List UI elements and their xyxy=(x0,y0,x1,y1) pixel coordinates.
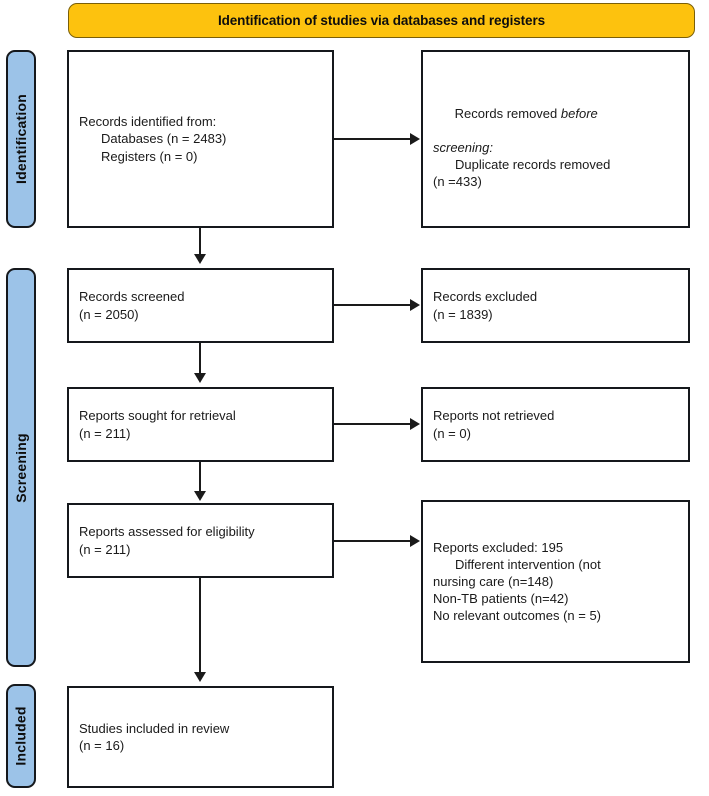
box-line: Records screened xyxy=(79,289,185,305)
stage-label-screening-text: Screening xyxy=(13,432,29,503)
connector-sought-to-not-retrieved xyxy=(334,423,412,425)
box-line: (n = 211) xyxy=(79,425,131,441)
box-line: No relevant outcomes (n = 5) xyxy=(433,608,601,624)
box-line: Non-TB patients (n=42) xyxy=(433,591,569,607)
box-reports-sought: Reports sought for retrieval (n = 211) xyxy=(67,387,334,462)
box-line: (n =433) xyxy=(433,174,482,190)
box-line: nursing care (n=148) xyxy=(433,573,554,589)
stage-label-screening: Screening xyxy=(6,268,36,667)
box-line: Reports assessed for eligibility xyxy=(79,524,255,540)
connector-identified-to-screened xyxy=(199,228,201,256)
box-line: Duplicate records removed xyxy=(455,157,611,173)
box-line: (n = 211) xyxy=(79,541,131,557)
connector-sought-to-assessed xyxy=(199,462,201,493)
arrowhead-right-icon xyxy=(410,299,420,311)
box-studies-included: Studies included in review (n = 16) xyxy=(67,686,334,788)
stage-label-identification-text: Identification xyxy=(13,94,30,184)
box-records-excluded: Records excluded (n = 1839) xyxy=(421,268,690,343)
box-line: Reports not retrieved xyxy=(433,408,555,424)
box-line: Reports excluded: 195 xyxy=(433,539,564,555)
phase-banner-identification: Identification of studies via databases … xyxy=(68,3,695,38)
phase-banner-title: Identification of studies via databases … xyxy=(217,13,546,28)
box-line: Records excluded xyxy=(433,289,538,305)
box-line: Records identified from: xyxy=(79,114,217,130)
connector-identified-to-removed xyxy=(334,138,412,140)
arrowhead-down-icon xyxy=(194,491,206,501)
box-line: (n = 2050) xyxy=(79,306,139,322)
box-line: Studies included in review xyxy=(79,720,230,736)
box-line: Reports sought for retrieval xyxy=(79,408,236,424)
arrowhead-down-icon xyxy=(194,254,206,264)
box-reports-excluded: Reports excluded: 195 Different interven… xyxy=(421,500,690,663)
arrowhead-down-icon xyxy=(194,672,206,682)
box-line: Registers (n = 0) xyxy=(101,148,198,164)
box-line: (n = 1839) xyxy=(433,306,493,322)
box-line: (n = 16) xyxy=(79,738,125,753)
stage-label-included: Included xyxy=(6,684,36,788)
connector-assessed-to-included xyxy=(199,578,201,674)
box-records-screened: Records screened (n = 2050) xyxy=(67,268,334,343)
box-records-removed: Records removed before screening: Duplic… xyxy=(421,50,690,228)
stage-label-included-text: Included xyxy=(13,706,30,766)
box-line: Records removed before xyxy=(433,88,678,139)
box-line: screening: xyxy=(433,140,493,155)
box-reports-not-retrieved: Reports not retrieved (n = 0) xyxy=(421,387,690,462)
connector-screened-to-sought xyxy=(199,343,201,375)
connector-screened-to-excluded xyxy=(334,304,412,306)
box-reports-assessed: Reports assessed for eligibility (n = 21… xyxy=(67,503,334,578)
arrowhead-right-icon xyxy=(410,535,420,547)
connector-assessed-to-excluded xyxy=(334,540,412,542)
arrowhead-right-icon xyxy=(410,133,420,145)
box-line: (n = 0) xyxy=(433,425,471,441)
arrowhead-right-icon xyxy=(410,418,420,430)
stage-label-identification: Identification xyxy=(6,50,36,228)
box-line: Databases (n = 2483) xyxy=(101,131,227,147)
box-records-identified: Records identified from: Databases (n = … xyxy=(67,50,334,228)
box-line-lead: Records removed before xyxy=(454,105,598,121)
arrowhead-down-icon xyxy=(194,373,206,383)
box-line: Different intervention (not xyxy=(455,556,601,572)
